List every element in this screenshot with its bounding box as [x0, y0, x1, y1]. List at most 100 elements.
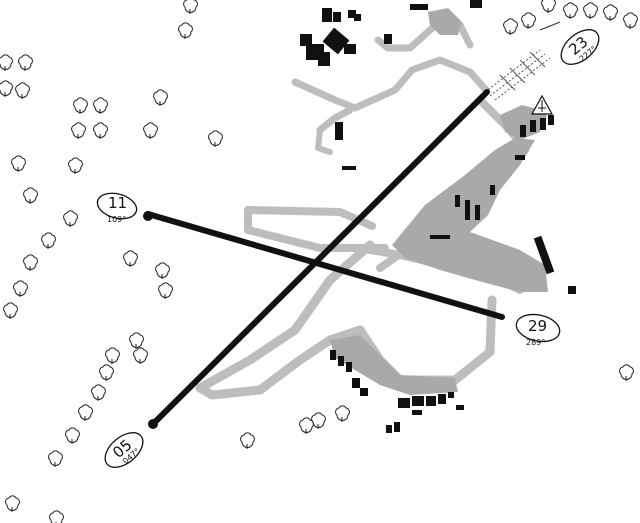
building	[515, 155, 525, 160]
tree-icon	[335, 405, 350, 422]
tree-icon	[178, 22, 193, 39]
building	[465, 200, 470, 220]
tree-icon	[65, 427, 80, 444]
building	[490, 185, 495, 195]
south-apron	[330, 335, 458, 395]
tree-icon	[48, 450, 63, 467]
taxiway-hangar-spur-2	[315, 127, 333, 155]
tower-beacon-icon	[530, 94, 554, 115]
tree-icon	[208, 130, 223, 147]
taxiway-north-loop	[244, 206, 389, 252]
building	[412, 410, 422, 415]
tree-icon	[155, 262, 170, 279]
tree-icon	[18, 54, 33, 71]
tree-icon	[91, 384, 106, 401]
tree-icon	[153, 89, 168, 106]
building	[394, 422, 400, 432]
building	[568, 286, 576, 294]
building	[318, 52, 330, 66]
building	[352, 378, 360, 388]
taxiway-north-top	[244, 206, 376, 230]
tree-icon	[93, 122, 108, 139]
runway-11-threshold	[143, 211, 153, 221]
tree-icon	[158, 282, 173, 299]
building	[344, 44, 356, 54]
building	[360, 388, 368, 396]
taxiway-northwest	[291, 56, 490, 112]
building	[322, 27, 350, 55]
building	[475, 205, 480, 220]
tree-icon	[13, 280, 28, 297]
runways	[143, 89, 505, 429]
runway-05-threshold	[148, 419, 158, 429]
tree-icon	[23, 187, 38, 204]
tree-icon	[299, 417, 314, 434]
tree-icon	[311, 412, 326, 429]
runway-11-29	[145, 211, 505, 320]
tree-icon	[0, 54, 13, 71]
building	[470, 0, 482, 8]
tree-icon	[93, 97, 108, 114]
building	[530, 120, 536, 132]
building	[386, 425, 392, 433]
tree-icon	[183, 0, 198, 14]
building	[338, 356, 344, 366]
tree-icon	[99, 364, 114, 381]
tree-icon	[541, 0, 556, 13]
tree-icon	[133, 347, 148, 364]
tree-icon	[63, 210, 78, 227]
runway-heading-11: 109°	[107, 215, 126, 224]
northwest-apron	[428, 8, 462, 35]
building	[333, 12, 341, 22]
taxiway-hangar-spur	[316, 106, 354, 134]
tree-icon	[23, 254, 38, 271]
tree-icon	[3, 302, 18, 319]
building	[398, 398, 410, 408]
tree-icon	[619, 364, 634, 381]
runway-label-05: 05 047°	[104, 432, 144, 468]
building	[335, 122, 343, 140]
runway-label-11: 11 109°	[96, 192, 138, 224]
building	[410, 4, 428, 10]
building	[430, 235, 450, 239]
tree-icon	[5, 495, 20, 512]
tree-icon	[623, 12, 638, 29]
runway-label-23: 23 227°	[560, 29, 600, 65]
tree-icon	[11, 155, 26, 172]
building	[342, 166, 356, 170]
building	[300, 34, 312, 46]
tree-icon	[143, 122, 158, 139]
buildings	[300, 0, 576, 433]
building	[354, 14, 361, 21]
tree-icon	[603, 4, 618, 21]
tree-icon	[563, 2, 578, 19]
runway-23-approach-markings	[484, 21, 561, 101]
tree-icon	[123, 250, 138, 267]
tree-icon	[73, 97, 88, 114]
building	[348, 10, 356, 18]
building	[520, 125, 526, 137]
tree-icon	[521, 12, 536, 29]
runway-heading-29: 289°	[526, 338, 545, 347]
tree-icon	[105, 347, 120, 364]
building	[456, 405, 464, 410]
runway-number-11: 11	[108, 194, 127, 212]
building	[438, 394, 446, 404]
tree-icon	[129, 332, 144, 349]
building	[412, 396, 424, 406]
tree-icon	[0, 80, 13, 97]
building	[455, 195, 460, 207]
building	[384, 34, 392, 44]
runway-label-29: 29 289°	[515, 313, 561, 347]
tree-icon	[49, 510, 64, 523]
building	[448, 392, 454, 398]
tree-icon	[68, 157, 83, 174]
building	[426, 396, 436, 406]
tree-icon	[15, 82, 30, 99]
building	[540, 118, 546, 130]
tree-icon	[583, 2, 598, 19]
taxiway-south-connector	[195, 295, 497, 400]
runway-05-23	[149, 89, 490, 428]
